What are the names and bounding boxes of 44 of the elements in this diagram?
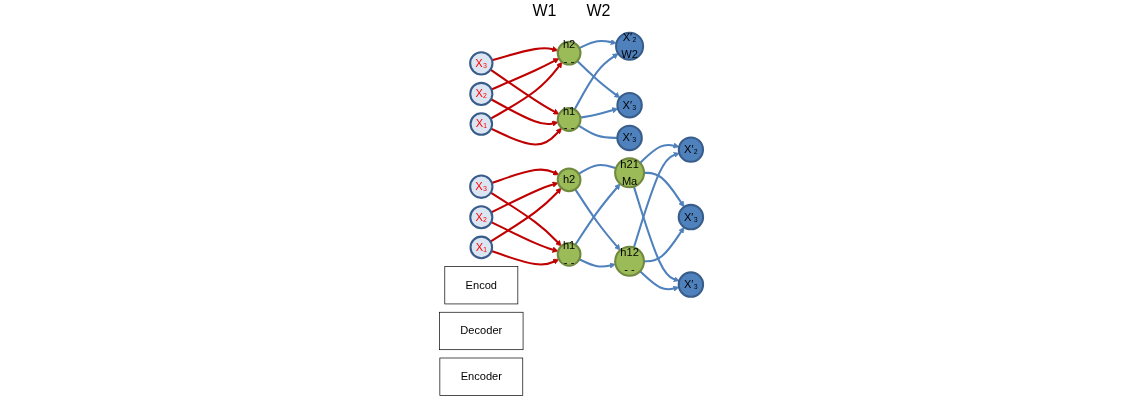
arrow [490,68,560,115]
arrow [639,142,680,164]
arrow [644,171,685,208]
arrow [580,107,619,119]
arrow [579,39,617,50]
node-circle: h12 - - [614,245,646,277]
node-circle: X₁ [469,235,494,260]
node-circle: X′₃ [616,91,643,119]
node-circle: X₁ [469,112,494,136]
arrow [491,168,560,184]
node-circle: X₂ [469,205,494,230]
weight-label: W2 [586,2,611,21]
node-circle: X′₃ [616,124,643,152]
node-circle: X′₃ [677,203,705,231]
connector [578,124,618,139]
node-circle: h21 Ma [614,157,646,189]
node-circle: h1 - - [556,241,582,267]
weight-label: W1 [532,2,557,21]
node-circle: h2 - - [556,40,582,66]
node-box: Encod [444,266,519,305]
arrow [573,53,619,111]
node-circle: h2 [556,167,582,193]
arrow [576,60,621,99]
arrow [490,221,559,253]
arrow [633,186,680,283]
node-circle: X′₂ W2 [615,31,645,61]
connector [578,164,617,175]
arrow [490,127,563,146]
node-circle: h1 - - [556,107,582,132]
arrow [491,250,560,266]
node-circle: X₃ [469,174,494,199]
node-circle: X′₃ [677,271,705,298]
arrow [633,152,680,248]
node-circle: X′₂ [677,136,705,163]
node-circle: X₃ [469,51,494,76]
node-box: Encoder [439,357,524,396]
node-circle: X₂ [469,81,494,106]
node-box: Decoder [439,311,524,351]
arrow [579,258,616,269]
arrow [491,58,560,91]
arrow [490,98,559,127]
arrow [644,226,685,263]
arrow [639,270,680,292]
arrow [490,61,563,120]
